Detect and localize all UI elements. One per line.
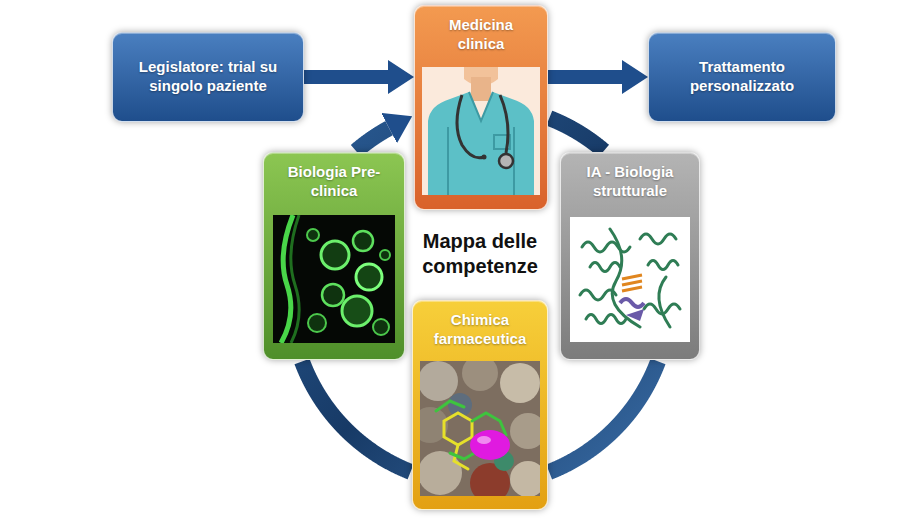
domain-box: Biologia Pre-clinica bbox=[263, 152, 405, 360]
doctor-illustration bbox=[422, 67, 540, 195]
illustration-part bbox=[570, 217, 690, 342]
cycle-arc bbox=[302, 361, 411, 471]
domain-box: IA - Biologia strutturale bbox=[560, 152, 700, 360]
illustration-part bbox=[321, 241, 349, 269]
illustration-part bbox=[510, 461, 540, 496]
illustration-part bbox=[622, 275, 642, 291]
illustration-part bbox=[500, 95, 508, 153]
cycle-arc bbox=[549, 118, 604, 151]
node-title: Legislatore: trial su singolo paziente bbox=[123, 58, 293, 96]
illustration-part bbox=[428, 92, 534, 195]
illustration-part bbox=[590, 262, 620, 271]
outcome-box: Trattamento personalizzato bbox=[648, 32, 836, 122]
illustration-part bbox=[420, 361, 458, 401]
node-title: IA - Biologia strutturale bbox=[571, 163, 689, 201]
illustration-part bbox=[469, 92, 493, 121]
illustration-part bbox=[462, 361, 498, 391]
illustration-part bbox=[422, 67, 540, 195]
illustration-part bbox=[626, 309, 644, 321]
node-title: Chimica farmaceutica bbox=[423, 311, 537, 349]
cycle-arc bbox=[549, 361, 658, 472]
illustration-part bbox=[582, 242, 630, 252]
node-title: Trattamento personalizzato bbox=[659, 58, 825, 96]
illustration-part bbox=[457, 95, 484, 158]
node-title: Biologia Pre-clinica bbox=[274, 163, 394, 201]
illustration-part bbox=[658, 277, 669, 327]
illustration-part bbox=[436, 401, 464, 411]
illustration-part bbox=[640, 234, 676, 244]
flow-arrow bbox=[304, 70, 388, 84]
illustration-part bbox=[648, 260, 678, 269]
illustration-part bbox=[447, 127, 449, 195]
illustration-part bbox=[356, 264, 382, 290]
protein-structure-illustration bbox=[570, 217, 690, 342]
illustration-part bbox=[444, 413, 472, 445]
illustration-part bbox=[622, 275, 642, 279]
illustration-part bbox=[373, 319, 389, 335]
illustration-part bbox=[622, 287, 642, 291]
illustration-part bbox=[273, 215, 395, 343]
illustration-part bbox=[342, 296, 372, 326]
illustration-part bbox=[586, 314, 626, 323]
illustration-part bbox=[500, 363, 540, 403]
source-box: Legislatore: trial su singolo paziente bbox=[112, 32, 304, 122]
illustration-part bbox=[620, 299, 644, 307]
flow-arrow bbox=[548, 70, 622, 84]
microscopy-illustration bbox=[273, 215, 395, 343]
domain-box: Medicina clinica bbox=[414, 5, 548, 210]
illustration-part bbox=[308, 314, 326, 332]
illustration-part bbox=[510, 413, 540, 449]
molecular-docking-illustration bbox=[420, 361, 540, 496]
domain-box: Chimica farmaceutica bbox=[412, 300, 548, 510]
illustration-part bbox=[290, 215, 298, 343]
illustration-part bbox=[380, 250, 390, 260]
center-label: Mappa delle competenze bbox=[405, 229, 555, 279]
illustration-part bbox=[580, 229, 680, 327]
illustration-part bbox=[499, 154, 513, 168]
illustration-part bbox=[322, 284, 344, 306]
illustration-part bbox=[481, 154, 486, 159]
illustration-part bbox=[470, 430, 510, 460]
illustration-part bbox=[477, 436, 491, 444]
cycle-arc bbox=[356, 128, 389, 151]
illustration-part bbox=[307, 229, 319, 241]
illustration-part bbox=[281, 215, 293, 343]
illustration-part bbox=[580, 290, 616, 300]
illustration-part bbox=[471, 77, 491, 101]
illustration-part bbox=[622, 281, 642, 285]
illustration-part bbox=[353, 231, 373, 251]
node-title: Medicina clinica bbox=[425, 16, 537, 54]
